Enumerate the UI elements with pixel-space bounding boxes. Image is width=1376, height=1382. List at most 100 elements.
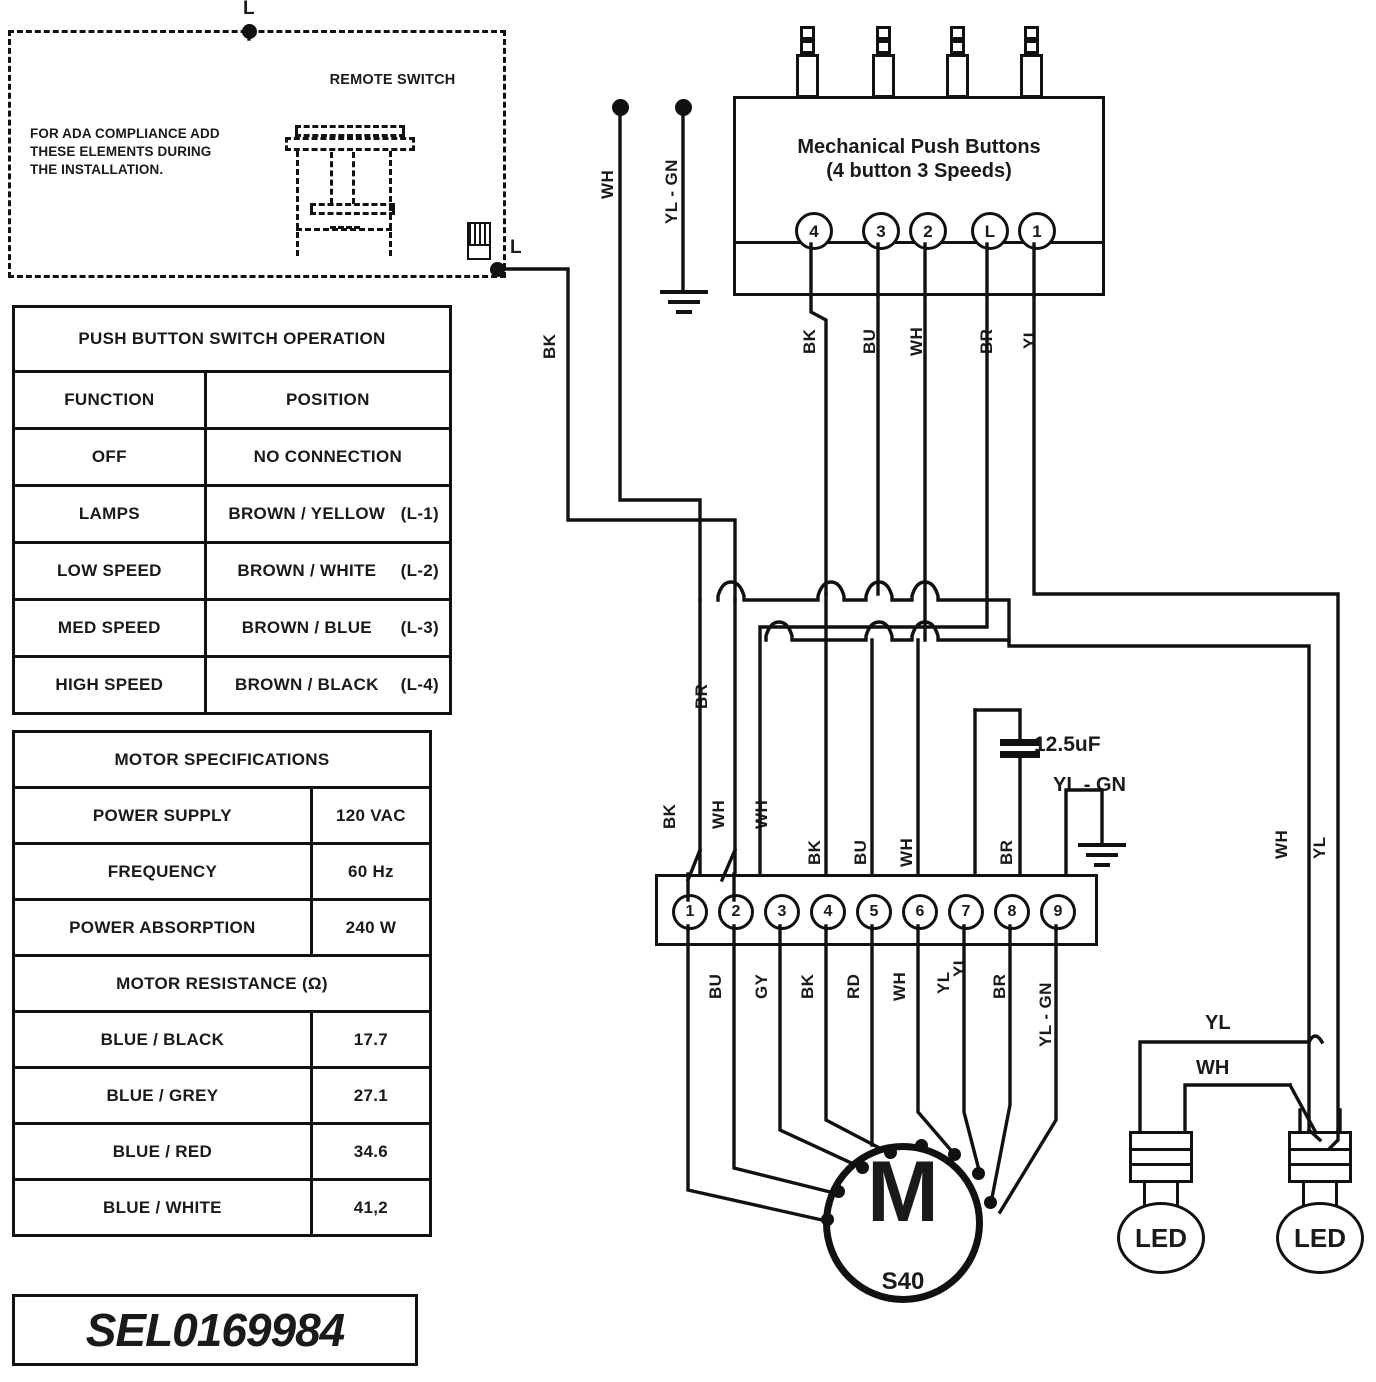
push-button-stem-1[interactable] [796,54,819,98]
position-med-speed-label: BROWN / BLUE [241,618,372,637]
terminal-1[interactable]: 1 [672,894,708,930]
push-button-stem-4[interactable] [1020,54,1043,98]
pb-terminal-2[interactable]: 2 [909,212,947,250]
motor-node-6 [948,1148,961,1161]
wire-label-out-wh: WH [890,970,910,1002]
pb-terminal-1[interactable]: 1 [1018,212,1056,250]
table-row: HIGH SPEED BROWN / BLACK(L-4) [15,655,449,712]
wire-label-pb-bk: BK [800,327,820,355]
pb-terminal-4[interactable]: 4 [795,212,833,250]
function-med-speed: MED SPEED [57,618,161,637]
earth-bar-1 [1078,843,1126,847]
table-row: LOW SPEED BROWN / WHITE(L-2) [15,541,449,598]
led-right-ring-1 [1288,1148,1352,1151]
wire-label-out-br: BR [990,972,1010,1000]
motor-node-1 [821,1213,834,1226]
position-low-speed: BROWN / WHITE(L-2) [203,544,449,598]
push-button-tip-2b[interactable] [876,40,891,54]
function-lamps: LAMPS [78,504,140,523]
terminal-8[interactable]: 8 [994,894,1030,930]
motor-node-2 [832,1185,845,1198]
spec-frequency-label: FREQUENCY [107,861,218,881]
position-low-speed-label: BROWN / WHITE [237,561,377,580]
table-row: BLUE / RED 34.6 [15,1122,429,1178]
table-row: BLUE / GREY 27.1 [15,1066,429,1122]
push-button-tip-4b[interactable] [1024,40,1039,54]
terminal-4[interactable]: 4 [810,894,846,930]
wire-label-pb-bu: BU [860,327,880,355]
header-position-label: POSITION [286,390,370,409]
wire-label-tb-wh-3: WH [897,836,917,868]
table-subtitle-row: MOTOR RESISTANCE (Ω) [15,954,429,1010]
remote-switch-shelf [310,203,395,215]
wire-label-right-yl: YL [1310,835,1330,860]
line-label-right: L [510,237,522,258]
capacitor-value-label: 12.5uF [1034,733,1101,756]
line-node-top [242,24,257,39]
wire-label-out-gy: GY [752,972,772,1000]
spec-power-absorption-label: POWER ABSORPTION [69,917,256,937]
position-lamps: BROWN / YELLOW(L-1) [203,487,449,541]
motor-node-5 [915,1139,928,1152]
line-label-top: L [243,0,255,19]
position-lamps-label: BROWN / YELLOW [228,504,386,523]
terminal-7[interactable]: 7 [948,894,984,930]
wire-label-tb-bu: BU [851,838,871,866]
ada-note-text: FOR ADA COMPLIANCE ADD THESE ELEMENTS DU… [30,126,220,178]
wire-label-supply-wh: WH [598,168,618,200]
terminal-2[interactable]: 2 [718,894,754,930]
table-row: BLUE / WHITE 41,2 [15,1178,429,1234]
pb-terminal-3[interactable]: 3 [862,212,900,250]
led-wire-label-yl: YL [1205,1012,1231,1034]
wire-label-right-wh: WH [1272,828,1292,860]
motor-specifications-table: MOTOR SPECIFICATIONS POWER SUPPLY 120 VA… [12,730,432,1237]
table-row: LAMPS BROWN / YELLOW(L-1) [15,484,449,541]
terminal-9[interactable]: 9 [1040,894,1076,930]
push-button-stem-3[interactable] [946,54,969,98]
wire-label-tb-wh-1: WH [709,798,729,830]
terminal-6[interactable]: 6 [902,894,938,930]
push-button-tip-3b[interactable] [950,40,965,54]
function-high-speed: HIGH SPEED [55,675,164,694]
led-right-neck [1302,1183,1338,1207]
push-button-module [733,96,1105,296]
pb-terminal-L[interactable]: L [971,212,1009,250]
terminal-3[interactable]: 3 [764,894,800,930]
earth-bar-2 [1086,853,1118,857]
push-button-stem-2[interactable] [872,54,895,98]
terminal-5[interactable]: 5 [856,894,892,930]
line-node-right [490,262,505,277]
push-button-tip-4[interactable] [1024,26,1039,40]
resistance-blue-red-value: 34.6 [309,1125,429,1178]
spec-power-supply-label: POWER SUPPLY [92,805,232,825]
position-off: NO CONNECTION [203,430,449,484]
led-right-bulb: LED [1276,1202,1364,1274]
header-position: POSITION [203,373,449,427]
push-button-tip-3[interactable] [950,26,965,40]
ground-bar-3 [676,310,692,314]
push-button-tip-1[interactable] [800,26,815,40]
push-button-tip-2[interactable] [876,26,891,40]
table-title-row: PUSH BUTTON SWITCH OPERATION [15,308,449,370]
motor-model-label: S40 [881,1268,925,1295]
table-row: POWER SUPPLY 120 VAC [15,786,429,842]
motor-symbol [823,1143,983,1303]
motor-node-3 [856,1161,869,1174]
table-title-row: MOTOR SPECIFICATIONS [15,733,429,786]
resistance-blue-grey-value: 27.1 [309,1069,429,1122]
resistance-blue-white-value: 41,2 [309,1181,429,1234]
part-number-box: SEL0169984 [12,1294,418,1366]
position-high-speed-label: BROWN / BLACK [235,675,379,694]
led-wire-label-wh: WH [1196,1057,1230,1079]
wire-label-pb-yl: YL [1020,325,1040,350]
function-low-speed: LOW SPEED [56,561,162,580]
led-left-neck [1143,1183,1179,1207]
wire-label-out-rd: RD [844,972,864,1000]
remote-switch-cap [285,137,415,151]
earth-label: YL - GN [1053,774,1126,796]
remote-switch-stem-right [352,152,355,204]
ground-bar-2 [668,300,700,304]
resistance-blue-black-label: BLUE / BLACK [100,1029,225,1049]
wire-label-br-left: BR [692,682,712,710]
push-button-tip-1b[interactable] [800,40,815,54]
